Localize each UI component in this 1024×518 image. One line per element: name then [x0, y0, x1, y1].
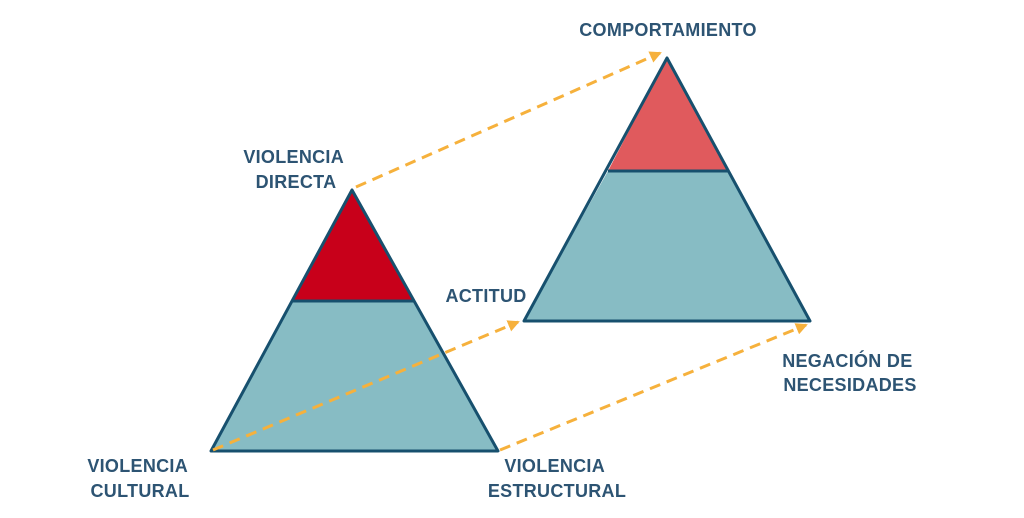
left-pyramid-base — [211, 301, 498, 451]
label-comportamiento: COMPORTAMIENTO — [579, 20, 757, 40]
right-pyramid-base — [524, 171, 810, 321]
connector-arrows — [212, 51, 808, 452]
arrow-direct-to-behavior — [355, 51, 662, 189]
left-pyramid — [209, 188, 500, 453]
left-pyramid-outline — [209, 188, 500, 453]
left-pyramid-apex — [293, 190, 415, 301]
label-actitud: ACTITUD — [445, 286, 526, 306]
label-violencia-cultural: VIOLENCIA CULTURAL — [87, 456, 192, 501]
arrow-cultural-to-attitude — [212, 320, 520, 452]
right-pyramid-outline — [522, 56, 812, 323]
label-negacion-necesidades: NEGACIÓN DE NECESIDADES — [782, 350, 918, 395]
label-violencia-estructural: VIOLENCIA ESTRUCTURAL — [488, 456, 626, 501]
right-pyramid — [522, 56, 812, 323]
right-pyramid-apex — [608, 58, 728, 171]
arrow-structural-to-needs — [499, 323, 808, 452]
label-violencia-directa: VIOLENCIA DIRECTA — [243, 147, 348, 192]
